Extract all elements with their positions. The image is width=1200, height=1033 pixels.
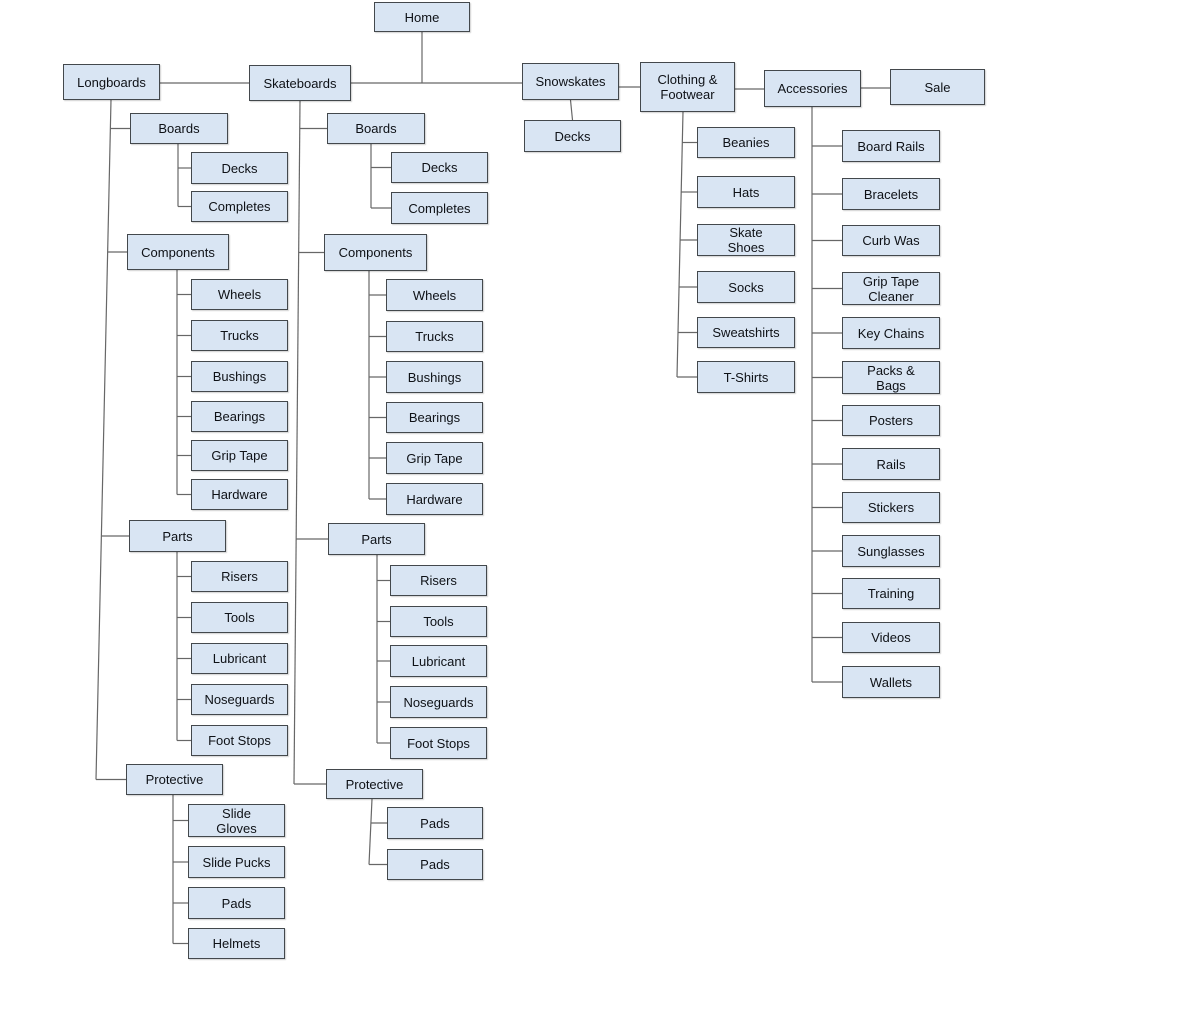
- node-lb-griptape[interactable]: Grip Tape: [191, 440, 288, 471]
- node-accessories[interactable]: Accessories: [764, 70, 861, 107]
- node-cf-socks[interactable]: Socks: [697, 271, 795, 303]
- node-lb-boards[interactable]: Boards: [130, 113, 228, 144]
- node-sb-hardware[interactable]: Hardware: [386, 483, 483, 515]
- node-ac-griptapecleaner[interactable]: Grip Tape Cleaner: [842, 272, 940, 305]
- node-lb-tools[interactable]: Tools: [191, 602, 288, 633]
- node-lb-protective[interactable]: Protective: [126, 764, 223, 795]
- connector-line: [676, 111, 684, 378]
- node-lb-helmets[interactable]: Helmets: [188, 928, 285, 959]
- node-longboards[interactable]: Longboards: [63, 64, 160, 100]
- node-lb-parts[interactable]: Parts: [129, 520, 226, 552]
- node-lb-pads[interactable]: Pads: [188, 887, 285, 919]
- node-cf-skateshoes[interactable]: Skate Shoes: [697, 224, 795, 256]
- node-sb-trucks[interactable]: Trucks: [386, 321, 483, 352]
- node-lb-lubricant[interactable]: Lubricant: [191, 643, 288, 674]
- node-ac-rails[interactable]: Rails: [842, 448, 940, 480]
- node-sb-protective[interactable]: Protective: [326, 769, 423, 799]
- node-sb-griptape[interactable]: Grip Tape: [386, 442, 483, 474]
- node-sb-wheels[interactable]: Wheels: [386, 279, 483, 311]
- node-lb-slidepucks[interactable]: Slide Pucks: [188, 846, 285, 878]
- node-sb-risers[interactable]: Risers: [390, 565, 487, 596]
- node-ac-wallets[interactable]: Wallets: [842, 666, 940, 698]
- node-ac-sunglasses[interactable]: Sunglasses: [842, 535, 940, 567]
- node-lb-risers[interactable]: Risers: [191, 561, 288, 592]
- node-cf-hats[interactable]: Hats: [697, 176, 795, 208]
- node-ac-bracelets[interactable]: Bracelets: [842, 178, 940, 210]
- node-snowskates[interactable]: Snowskates: [522, 63, 619, 100]
- node-sb-bushings[interactable]: Bushings: [386, 361, 483, 393]
- connector-line: [368, 798, 373, 865]
- node-ac-packsbags[interactable]: Packs & Bags: [842, 361, 940, 394]
- node-clothing[interactable]: Clothing & Footwear: [640, 62, 735, 112]
- node-ac-curbwas[interactable]: Curb Was: [842, 225, 940, 256]
- node-lb-hardware[interactable]: Hardware: [191, 479, 288, 510]
- node-ac-stickers[interactable]: Stickers: [842, 492, 940, 523]
- node-sb-pads1[interactable]: Pads: [387, 807, 483, 839]
- node-lb-footstops[interactable]: Foot Stops: [191, 725, 288, 756]
- node-sb-components[interactable]: Components: [324, 234, 427, 271]
- node-ac-keychains[interactable]: Key Chains: [842, 317, 940, 349]
- node-ac-posters[interactable]: Posters: [842, 405, 940, 436]
- node-lb-bearings[interactable]: Bearings: [191, 401, 288, 432]
- node-ac-boardrails[interactable]: Board Rails: [842, 130, 940, 162]
- node-sb-noseguards[interactable]: Noseguards: [390, 686, 487, 718]
- node-lb-decks[interactable]: Decks: [191, 152, 288, 184]
- node-cf-sweatshirts[interactable]: Sweatshirts: [697, 317, 795, 348]
- node-sb-bearings[interactable]: Bearings: [386, 402, 483, 433]
- node-lb-components[interactable]: Components: [127, 234, 229, 270]
- node-ac-training[interactable]: Training: [842, 578, 940, 609]
- connector-line: [95, 99, 112, 780]
- node-sb-parts[interactable]: Parts: [328, 523, 425, 555]
- node-sb-lubricant[interactable]: Lubricant: [390, 645, 487, 677]
- node-lb-trucks[interactable]: Trucks: [191, 320, 288, 351]
- node-lb-slidegloves[interactable]: Slide Gloves: [188, 804, 285, 837]
- node-lb-bushings[interactable]: Bushings: [191, 361, 288, 392]
- node-sale[interactable]: Sale: [890, 69, 985, 105]
- connector-line: [293, 100, 301, 785]
- node-cf-beanies[interactable]: Beanies: [697, 127, 795, 158]
- node-sb-decks[interactable]: Decks: [391, 152, 488, 183]
- node-sb-completes[interactable]: Completes: [391, 192, 488, 224]
- node-skateboards[interactable]: Skateboards: [249, 65, 351, 101]
- node-sb-pads2[interactable]: Pads: [387, 849, 483, 880]
- node-lb-completes[interactable]: Completes: [191, 191, 288, 222]
- node-ss-decks[interactable]: Decks: [524, 120, 621, 152]
- node-sb-boards[interactable]: Boards: [327, 113, 425, 144]
- connector-line: [569, 99, 574, 121]
- node-home[interactable]: Home: [374, 2, 470, 32]
- node-cf-tshirts[interactable]: T-Shirts: [697, 361, 795, 393]
- node-lb-noseguards[interactable]: Noseguards: [191, 684, 288, 715]
- node-sb-tools[interactable]: Tools: [390, 606, 487, 637]
- node-sb-footstops[interactable]: Foot Stops: [390, 727, 487, 759]
- node-lb-wheels[interactable]: Wheels: [191, 279, 288, 310]
- node-ac-videos[interactable]: Videos: [842, 622, 940, 653]
